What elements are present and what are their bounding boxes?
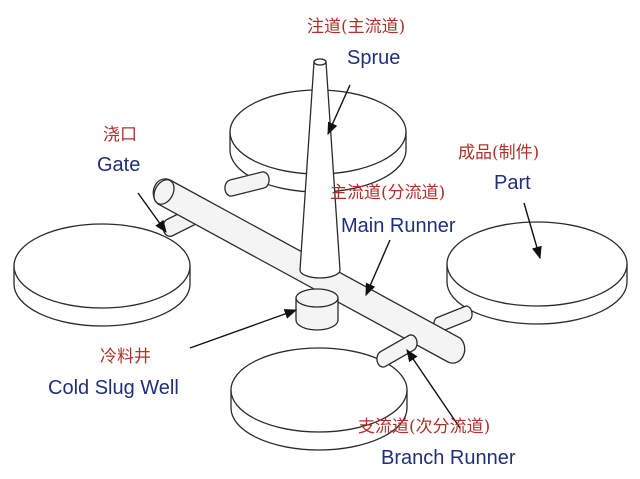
- branch-runner-label-cn: 支流道(次分流道): [358, 417, 490, 437]
- cold-slug-well: [295, 288, 339, 331]
- main-runner-leader: [365, 239, 391, 297]
- gate-label-en: Gate: [97, 154, 140, 176]
- part-label-en: Part: [494, 172, 531, 194]
- part-left: [13, 223, 191, 327]
- part-front: [230, 347, 408, 451]
- sprue-label-en: Sprue: [347, 47, 400, 69]
- branch-runner-label-en: Branch Runner: [381, 447, 516, 469]
- branch-runner-back: [224, 171, 270, 197]
- cold-slug-leader: [189, 309, 298, 349]
- gate-label-cn: 浇口: [103, 125, 137, 145]
- cold-slug-label-cn: 冷料井: [100, 347, 151, 367]
- branch-runner-front: [376, 334, 418, 368]
- main-runner-label-cn: 主流道(分流道): [330, 183, 445, 203]
- sprue-leader: [327, 84, 351, 136]
- sprue-cone: [299, 58, 341, 279]
- main-runner-label-en: Main Runner: [341, 215, 456, 237]
- part-leader: [523, 202, 542, 260]
- gate-leader: [137, 192, 167, 234]
- branch-runner-leader: [406, 348, 461, 429]
- cold-slug-label-en: Cold Slug Well: [48, 377, 179, 399]
- part-right: [446, 221, 628, 325]
- part-label-cn: 成品(制件): [458, 143, 539, 163]
- sprue-label-cn: 注道(主流道): [307, 17, 405, 37]
